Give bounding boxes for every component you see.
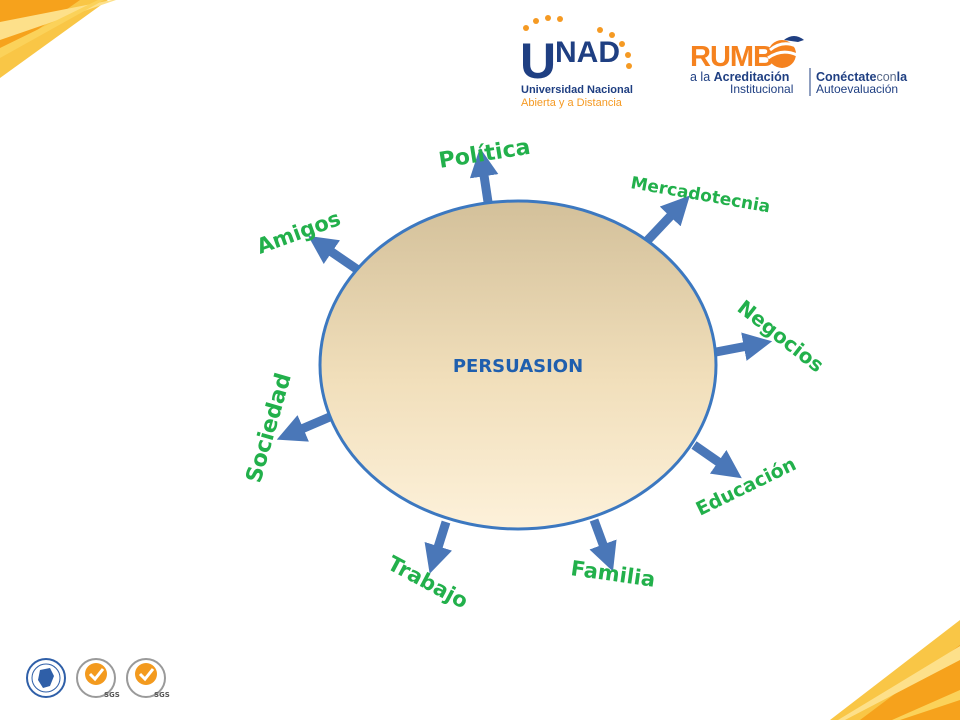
arrow-trabajo [424,520,453,574]
arrow-negocios [715,332,773,361]
arrow-sociedad [276,411,334,442]
unad-logo: U NAD Universidad Nacional Abierta y a D… [520,15,633,109]
label-familia: Familia [569,556,656,592]
rumbo-logo: RUMB a la Acreditación Institucional Con… [690,36,908,96]
label-educacion: Educación [693,453,800,520]
rumbo-right-line2: Autoevaluación [816,82,898,96]
arrow-politica [469,147,499,203]
arrow-familia [589,518,617,572]
rumbo-wordmark: RUMB [690,41,773,73]
unad-wordmark-nad: NAD [555,36,620,69]
label-negocios: Negocios [733,295,829,377]
sgs-text-2: SGS [154,691,170,699]
label-sociedad: Sociedad [242,370,297,485]
unad-line2: Abierta y a Distancia [521,97,623,109]
arrow-educacion [691,441,742,479]
spoke-arrows [276,147,773,574]
unad-dot-arc [523,15,632,69]
colombia-seal-icon [26,658,66,698]
unad-line1: Universidad Nacional [521,84,633,96]
sgs-text-1: SGS [104,691,120,699]
rumbo-right-line1-end: la [897,70,908,84]
sgs-seal-icon-2: SGS [126,658,170,699]
arrow-mercadotecnia [642,195,690,246]
rumbo-line1: a la Acreditación [690,70,789,84]
rumbo-right-line1-bold: Conéctate [816,70,876,84]
corner-stripes-bottom-right [830,620,960,720]
unad-wordmark-u: U [520,33,556,89]
corner-stripes-top-left [0,0,116,78]
persuasion-circle [318,199,718,531]
sgs-seal-icon: SGS [76,658,120,699]
rumbo-line1-bold: Acreditación [714,70,790,84]
rumbo-right-line1-mid: con [876,70,896,84]
label-trabajo: Trabajo [384,551,472,613]
center-label: PERSUASION [453,356,583,377]
rumbo-line2: Institucional [730,82,793,96]
rumbo-globe-icon [767,36,804,68]
rumbo-line1-prefix: a la [690,70,714,84]
label-mercadotecnia: Mercadotecnia [629,173,772,217]
footer-seals: SGS SGS [26,658,170,699]
rumbo-right-line1: Conéctateconla [816,70,908,84]
arrow-amigos [308,235,361,274]
